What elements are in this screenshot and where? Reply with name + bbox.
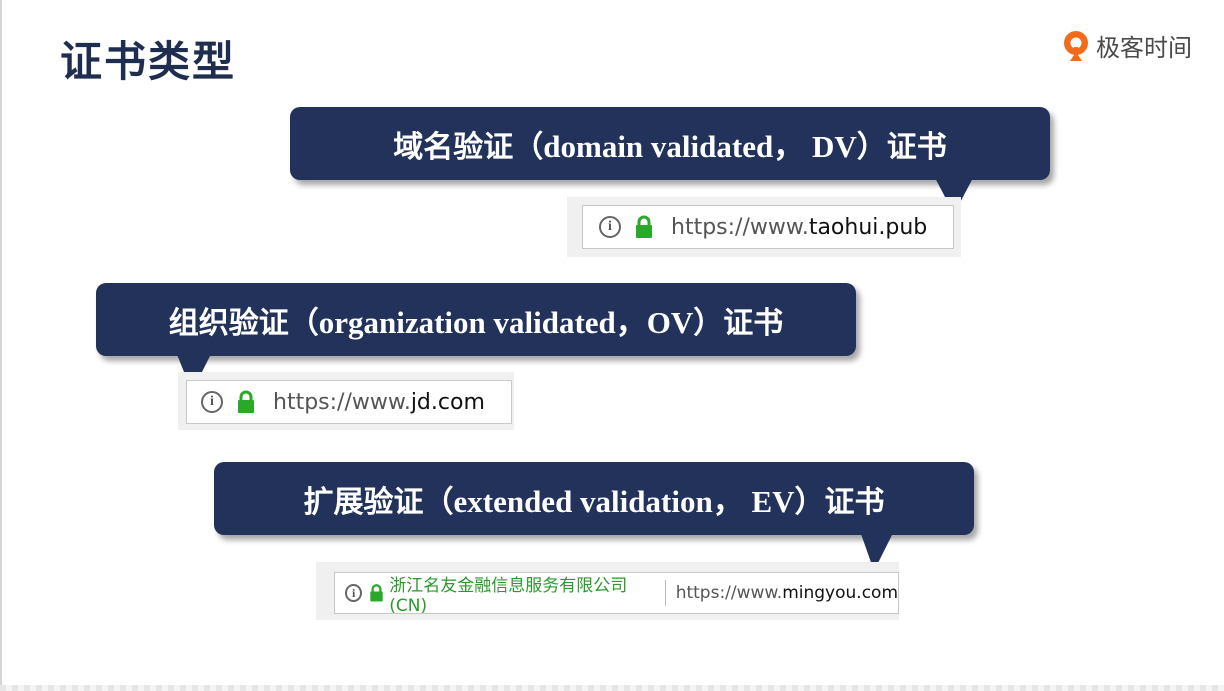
url-text[interactable]: https://www.jd.com [273,390,485,415]
url-text[interactable]: https://www.mingyou.com [676,583,898,603]
brand-logo: 极客时间 [1062,28,1192,63]
callout-ev-prefix: 扩展验证（ [303,484,454,520]
callout-ov-english: organization validated，OV [318,305,694,340]
callout-dv-english: domain validated， DV [543,129,857,164]
callout-ev-suffix: ）证书 [794,484,885,520]
callout-ev-english: extended validation， EV [453,484,795,519]
lock-icon [636,215,652,238]
ev-organization-name: 浙江名友金融信息服务有限公司 (CN) [389,575,628,616]
info-icon[interactable]: i [201,391,223,413]
callout-dv-pointer [934,176,974,214]
urlbar-ov[interactable]: i https://www.jd.com [186,380,512,424]
url-host: mingyou.com [782,583,898,603]
info-icon[interactable]: i [345,584,363,602]
callout-dv-prefix: 域名验证（ [393,129,544,165]
urlbar-dv[interactable]: i https://www.taohui.pub [582,205,954,249]
lock-icon [238,390,254,413]
callout-ov: 组织验证（ organization validated，OV ）证书 [96,283,856,356]
url-scheme: https://www. [273,389,411,415]
callout-ov-suffix: ）证书 [693,305,784,341]
url-scheme: https://www. [675,583,783,603]
info-icon[interactable]: i [599,216,621,238]
callout-ov-prefix: 组织验证（ [168,305,319,341]
slide-frame-bottom [0,685,1224,691]
url-host: jd.com [410,389,485,415]
urlbar-ev[interactable]: i 浙江名友金融信息服务有限公司 (CN) https://www.mingyo… [334,572,899,616]
page-title: 证书类型 [60,37,237,86]
callout-dv-suffix: ）证书 [856,129,947,165]
brand-name: 极客时间 [1096,34,1192,62]
url-scheme: https://www. [671,214,809,240]
callout-ev-pointer [860,531,894,571]
urlbar-separator [664,580,666,606]
lock-icon [370,584,383,602]
callout-ev: 扩展验证（ extended validation， EV ）证书 [214,462,974,535]
callout-dv: 域名验证（ domain validated， DV ）证书 [290,107,1050,180]
slide-frame-left [0,0,2,691]
geektime-logo-icon [1064,30,1088,61]
url-text[interactable]: https://www.taohui.pub [671,215,927,240]
url-host: taohui.pub [808,214,928,240]
